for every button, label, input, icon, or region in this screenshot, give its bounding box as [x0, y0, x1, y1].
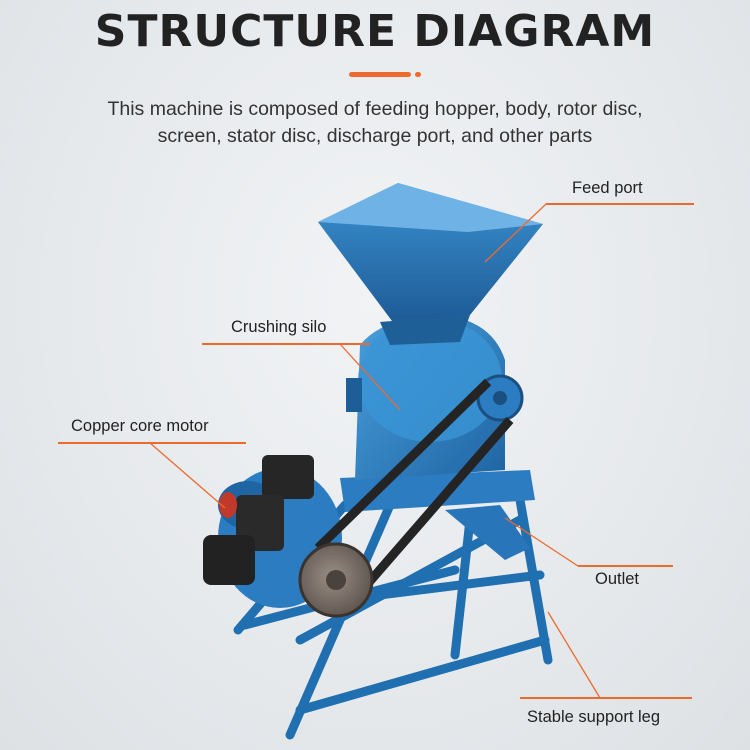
diagram-title: STRUCTURE DIAGRAM: [94, 6, 656, 57]
label-outlet: Outlet: [595, 570, 640, 588]
rule-feed-port: [546, 203, 694, 205]
leader-feed-port: [484, 203, 547, 263]
description-line-2: screen, stator disc, discharge port, and…: [157, 125, 593, 147]
outlet-chute: [445, 505, 530, 560]
label-stable-support-leg: Stable support leg: [527, 708, 661, 726]
rule-outlet: [578, 565, 673, 567]
description-line-1: This machine is composed of feeding hopp…: [107, 98, 643, 120]
leader-support-leg-diag: [547, 611, 601, 699]
rule-stable-support-leg: [520, 697, 692, 699]
label-copper-core-motor: Copper core motor: [71, 417, 209, 435]
leader-copper-core-motor: [149, 442, 226, 509]
label-crushing-silo: Crushing silo: [231, 318, 327, 336]
leader-outlet: [504, 517, 579, 567]
rule-copper-core-motor: [58, 442, 246, 444]
title-accent-bar: [349, 72, 411, 77]
label-feed-port: Feed port: [572, 179, 643, 197]
leader-crushing-silo: [339, 343, 401, 411]
rule-crushing-silo: [202, 343, 370, 345]
title-accent-dot: [415, 72, 421, 77]
